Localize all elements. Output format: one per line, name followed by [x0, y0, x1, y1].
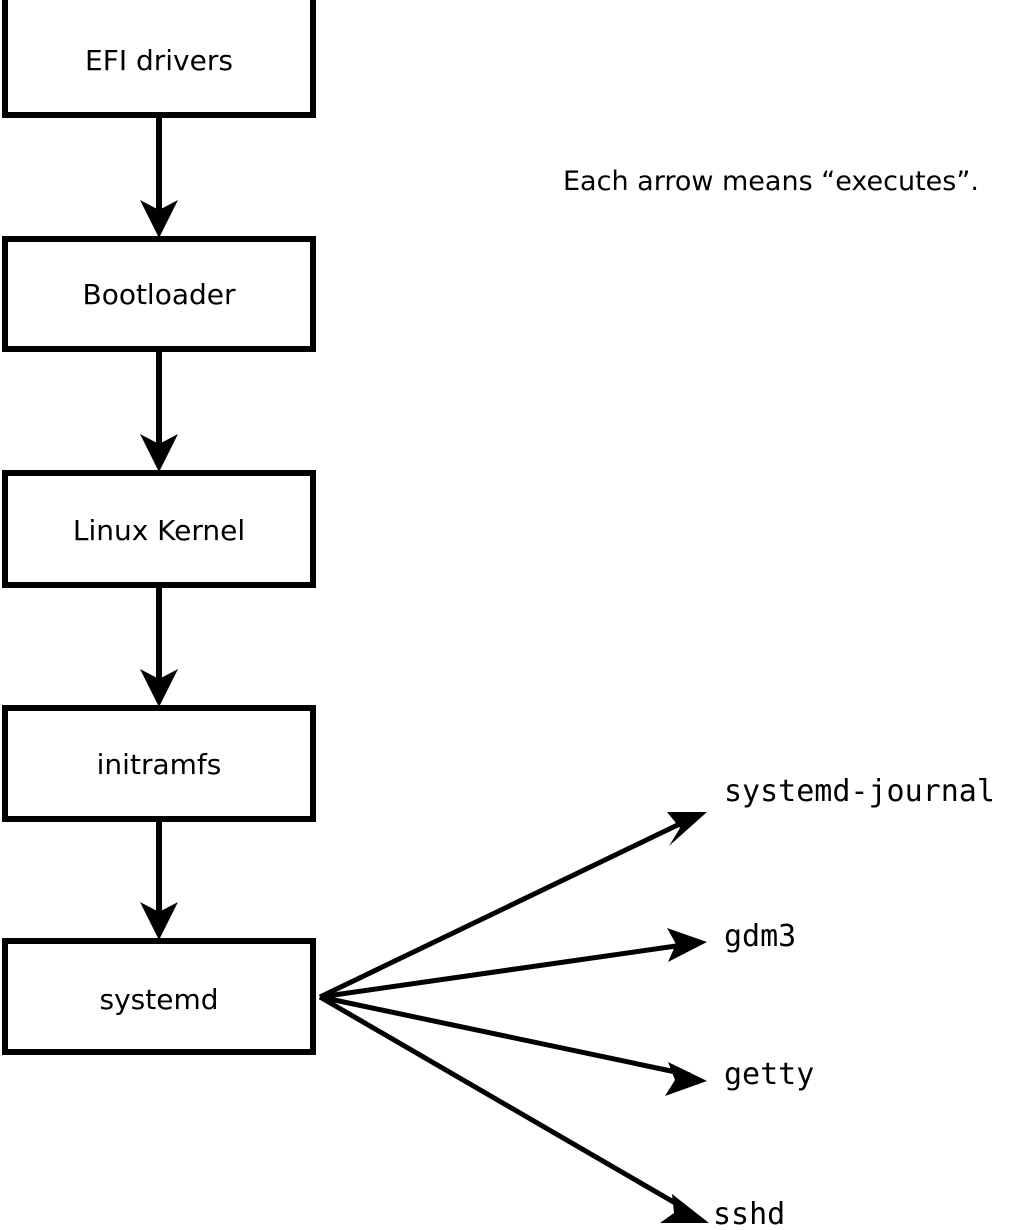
- arrow-systemd-to-getty-head: [665, 1062, 707, 1096]
- node-bootloader-label: Bootloader: [82, 278, 236, 311]
- arrow-systemd-to-gdm3-stem: [319, 941, 691, 1000]
- node-linux-kernel[interactable]: Linux Kernel: [2, 470, 316, 588]
- node-efi-drivers[interactable]: EFI drivers: [2, 0, 316, 118]
- arrow-systemd-to-gdm3: [319, 928, 707, 1000]
- service-label-gdm3: gdm3: [724, 919, 796, 954]
- node-initramfs-label: initramfs: [97, 748, 222, 781]
- node-efi-drivers-label: EFI drivers: [85, 44, 233, 77]
- arrow-initramfs-to-systemd-head: [140, 902, 178, 940]
- arrow-efi-to-bootloader-head: [140, 200, 178, 238]
- systemd-fanout-arrows: [318, 812, 709, 1223]
- arrow-kernel-to-initramfs: [140, 586, 178, 707]
- node-initramfs[interactable]: initramfs: [2, 705, 316, 822]
- arrow-systemd-to-getty: [319, 994, 707, 1096]
- node-systemd-rect: [2, 938, 316, 1055]
- node-efi-drivers-rect: [2, 0, 316, 118]
- node-linux-kernel-rect: [2, 470, 316, 588]
- arrow-systemd-to-sshd-stem: [318, 994, 691, 1214]
- arrow-kernel-to-initramfs-head: [140, 669, 178, 707]
- service-label-sshd: sshd: [713, 1197, 785, 1230]
- arrow-systemd-to-systemd-journal-stem: [318, 817, 690, 1000]
- arrow-systemd-to-sshd-head: [660, 1194, 709, 1223]
- node-systemd[interactable]: systemd: [2, 938, 316, 1055]
- service-labels: systemd-journal gdm3 getty sshd: [713, 774, 995, 1230]
- chain-boxes: EFI drivers Bootloader Linux Kernel init…: [2, 0, 316, 1055]
- arrow-systemd-to-systemd-journal-head: [667, 812, 707, 846]
- node-initramfs-rect: [2, 705, 316, 822]
- service-label-systemd-journal: systemd-journal: [724, 774, 995, 809]
- arrow-systemd-to-sshd: [318, 994, 709, 1223]
- node-bootloader[interactable]: Bootloader: [2, 236, 316, 352]
- arrow-efi-to-bootloader: [140, 118, 178, 238]
- service-label-getty: getty: [724, 1057, 814, 1092]
- chain-arrows: [140, 118, 178, 940]
- arrow-initramfs-to-systemd: [140, 820, 178, 940]
- node-systemd-label: systemd: [100, 983, 219, 1016]
- arrow-systemd-to-getty-stem: [319, 994, 691, 1078]
- arrow-bootloader-to-kernel-head: [140, 434, 178, 472]
- legend-note: Each arrow means “executes”.: [563, 166, 979, 197]
- arrow-systemd-to-systemd-journal: [318, 812, 707, 1000]
- arrow-systemd-to-gdm3-head: [667, 928, 707, 962]
- node-bootloader-rect: [2, 236, 316, 352]
- node-linux-kernel-label: Linux Kernel: [73, 514, 245, 547]
- arrow-bootloader-to-kernel: [140, 350, 178, 472]
